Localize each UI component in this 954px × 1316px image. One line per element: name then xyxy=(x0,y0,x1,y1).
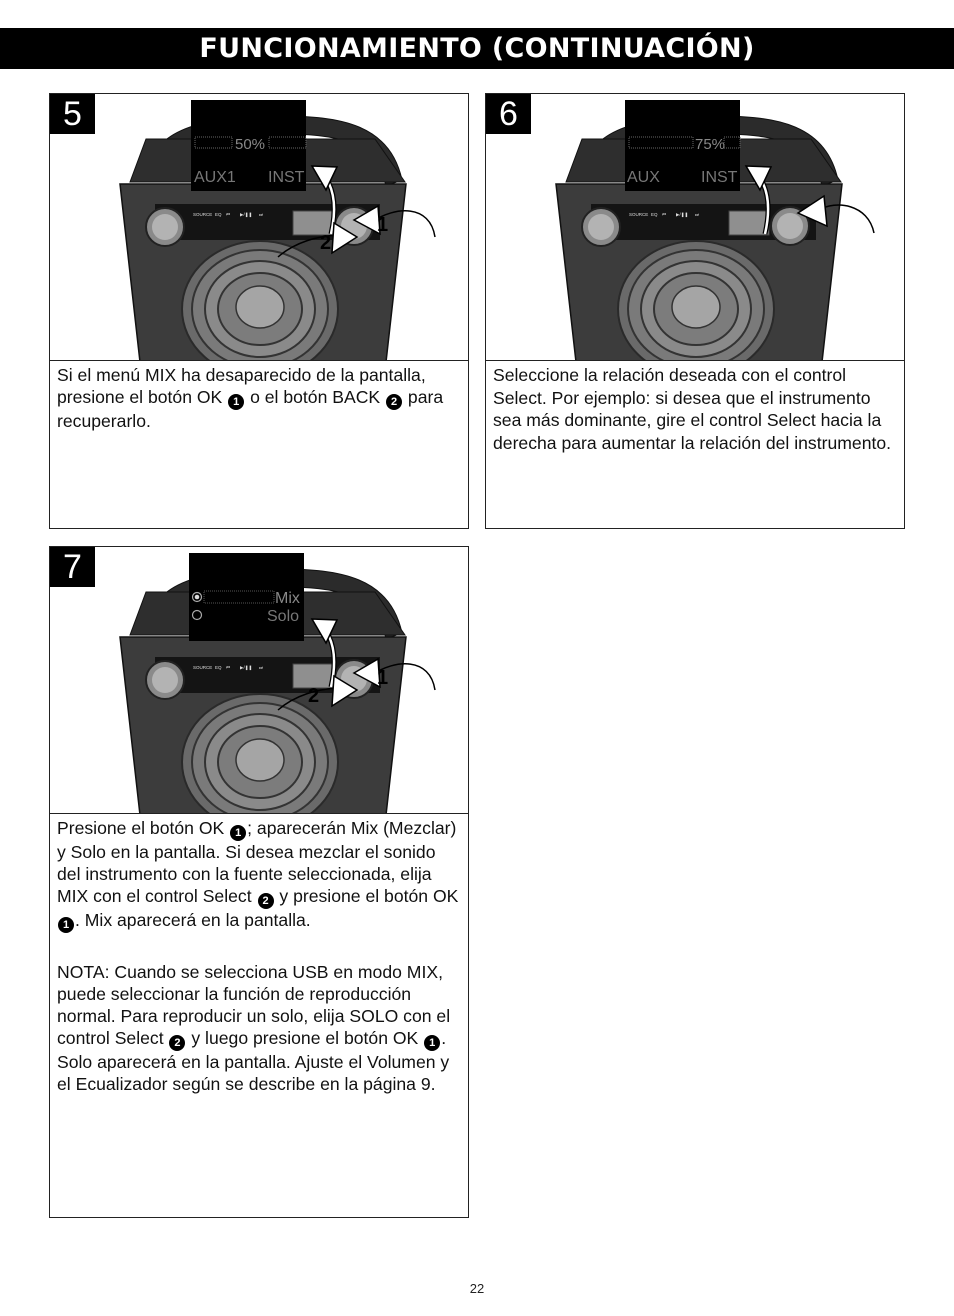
arrow-up-icon xyxy=(310,165,339,235)
panel-label-next: ⏭ xyxy=(259,212,263,217)
panel-label-source: SOURCE xyxy=(629,212,648,217)
step-number: 7 xyxy=(50,547,95,587)
rotate-right-arrow-icon xyxy=(796,194,875,234)
panel-label-play: ▶/❚❚ xyxy=(240,212,252,218)
panel-label-source: SOURCE xyxy=(193,212,212,217)
ok-button-badge: 1 xyxy=(424,1035,441,1051)
step-6-panel: SOURCE EQ ⏮ ▶/❚❚ ⏭ 75% AUX INST xyxy=(485,93,905,529)
display-screen: 50% AUX1 INST xyxy=(191,100,307,191)
step-5-panel: SOURCE EQ ⏮ ▶/❚❚ ⏭ 50% AUX1 IN xyxy=(49,93,469,529)
panel-label-source: SOURCE xyxy=(193,665,212,670)
screen-aux-label: AUX1 xyxy=(194,169,236,186)
ok-button-badge: 1 xyxy=(230,825,247,841)
step-7-illustration: SOURCE EQ ⏮ ▶/❚❚ ⏭ Mix Solo xyxy=(50,547,468,814)
screen-inst-label: INST xyxy=(701,169,738,186)
panel-label-eq: EQ xyxy=(215,212,222,217)
radio-unselected-icon xyxy=(191,609,203,621)
note-label: NOTA: xyxy=(57,962,110,982)
screen-aux-label: AUX xyxy=(627,169,660,186)
panel-label-eq: EQ xyxy=(215,665,222,670)
callout-arrow-1-icon: 1 xyxy=(352,657,436,691)
panel-label-prev: ⏮ xyxy=(662,212,666,217)
callout-1-label: 1 xyxy=(377,214,388,236)
mix-percent: 50% xyxy=(235,136,265,153)
panel-label-eq: EQ xyxy=(651,212,658,217)
callout-2-label: 2 xyxy=(308,685,319,707)
callout-arrow-2-icon: 2 xyxy=(277,674,359,711)
panel-label-prev: ⏮ xyxy=(226,212,230,217)
callout-1-label: 1 xyxy=(377,667,388,689)
select-knob xyxy=(770,206,810,246)
panel-label-play: ▶/❚❚ xyxy=(240,665,252,671)
volume-knob xyxy=(145,660,185,700)
step-5-text: Si el menú MIX ha desaparecido de la pan… xyxy=(57,365,444,431)
panel-label-play: ▶/❚❚ xyxy=(676,212,688,218)
speaker-illustration: SOURCE EQ ⏮ ▶/❚❚ ⏭ Mix Solo xyxy=(119,553,436,813)
screen-solo-option: Solo xyxy=(267,608,299,625)
step-6-illustration: SOURCE EQ ⏮ ▶/❚❚ ⏭ 75% AUX INST xyxy=(486,94,904,361)
step-7-panel: SOURCE EQ ⏮ ▶/❚❚ ⏭ Mix Solo xyxy=(49,546,469,1218)
woofer xyxy=(181,240,339,360)
panel-label-prev: ⏮ xyxy=(226,665,230,670)
page-title: FUNCIONAMIENTO (CONTINUACIÓN) xyxy=(0,28,954,69)
speaker-illustration: SOURCE EQ ⏮ ▶/❚❚ ⏭ 50% AUX1 IN xyxy=(119,100,436,360)
step-number: 5 xyxy=(50,94,95,134)
step-number: 6 xyxy=(486,94,531,134)
panel-label-next: ⏭ xyxy=(259,665,263,670)
panel-label-next: ⏭ xyxy=(695,212,699,217)
volume-knob xyxy=(581,207,621,247)
volume-knob xyxy=(145,207,185,247)
step-5-illustration: SOURCE EQ ⏮ ▶/❚❚ ⏭ 50% AUX1 IN xyxy=(50,94,468,361)
callout-2-label: 2 xyxy=(320,232,331,254)
speaker-illustration: SOURCE EQ ⏮ ▶/❚❚ ⏭ 75% AUX INST xyxy=(555,100,875,360)
mix-percent: 75% xyxy=(695,136,725,153)
arrow-up-icon xyxy=(310,618,339,688)
ok-button-badge: 1 xyxy=(228,394,245,410)
screen-mix-option: Mix xyxy=(275,590,300,607)
display-screen: Mix Solo xyxy=(189,553,304,641)
callout-arrow-1-icon: 1 xyxy=(352,204,436,238)
display-screen: 75% AUX INST xyxy=(625,100,741,191)
back-button-badge: 2 xyxy=(386,394,403,410)
screen-inst-label: INST xyxy=(268,169,305,186)
page-number: 22 xyxy=(469,1281,485,1296)
select-control-badge: 2 xyxy=(257,893,274,909)
step-7-text: Presione el botón OK 1; aparecerán Mix (… xyxy=(57,818,459,1094)
select-control-badge: 2 xyxy=(169,1035,186,1051)
ok-button-badge: 1 xyxy=(58,917,74,933)
woofer xyxy=(617,240,775,360)
step-6-text: Seleccione la relación deseada con el co… xyxy=(493,365,892,453)
woofer xyxy=(181,693,339,813)
radio-selected-icon xyxy=(191,591,203,603)
arrow-up-icon xyxy=(744,165,773,235)
callout-arrow-2-icon: 2 xyxy=(277,221,359,258)
